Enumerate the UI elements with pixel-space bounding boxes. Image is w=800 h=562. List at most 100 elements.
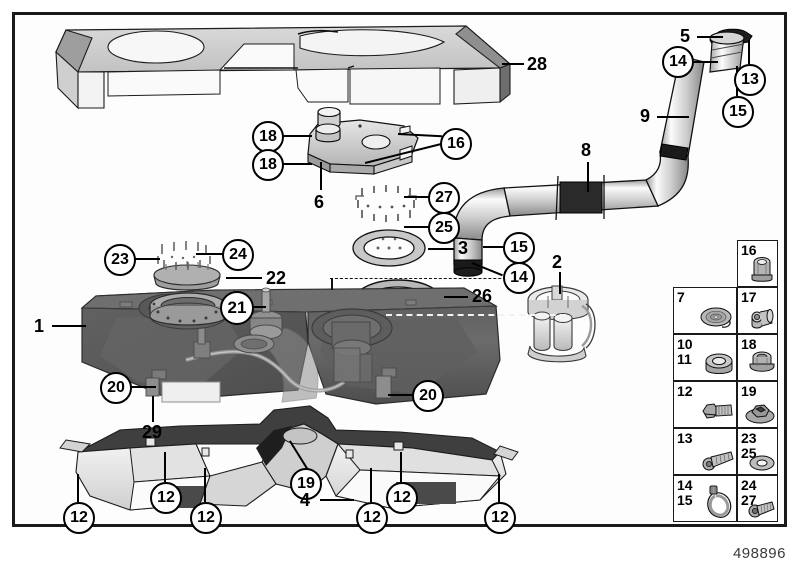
legend-number-19: 19 [741,383,757,399]
callout-1: 1 [34,316,45,336]
leader-2 [559,272,561,294]
leader-6 [320,162,322,190]
leader-27 [404,196,430,198]
leader-8 [587,162,589,192]
legend-cell-17[interactable]: 17 [737,287,778,334]
callout-29: 29 [142,422,163,442]
worm-drive-hose-clamp-icon [704,485,734,519]
stud-cluster-icon [152,241,214,270]
legend-cell-13[interactable]: 13 [673,428,737,475]
sender-flange-icon [148,261,226,298]
drawing-number: 498896 [732,545,786,562]
leader-12-d [370,468,372,502]
sender-cover-plate-icon [300,106,425,178]
callout-13: 13 [734,64,766,96]
callout-18-b: 18 [252,149,284,181]
leader-12-b [164,452,166,482]
legend-number-14-15: 14 15 [677,477,693,508]
leader-3 [428,248,454,250]
rubber-grommet-ring-icon [704,352,734,378]
callout-25: 25 [428,212,460,244]
leader-24 [196,253,224,255]
legend-cell-23-25[interactable]: 23 25 [737,428,778,475]
legend-cell-18[interactable]: 18 [737,334,778,381]
callout-9: 9 [640,106,651,126]
callout-24: 24 [222,239,254,271]
leader-29 [152,396,154,422]
legend-cell-7[interactable]: 7 [673,287,737,334]
leader-12-f [498,474,500,502]
legend-number-10-11: 10 11 [677,336,693,367]
legend-number-7: 7 [677,289,685,305]
legend-cell-24-27[interactable]: 24 27 [737,475,778,522]
callout-14-bottom: 14 [503,262,535,294]
grommet-bushing-icon [750,307,775,331]
leader-18-b [280,163,312,165]
callout-15-bottom: 15 [503,232,535,264]
filler-neck-hose-icon [452,48,742,277]
leader-15-bottom [483,246,505,248]
legend-number-13: 13 [677,430,693,446]
leader-28 [502,63,524,65]
legend-table: 16 17 [673,240,778,525]
callout-19: 19 [290,468,322,500]
callout-23: 23 [104,244,136,276]
heat-shield-icon [48,22,518,110]
flange-lock-nut-icon [749,350,775,378]
legend-cell-16[interactable]: 16 [737,240,778,287]
callout-27: 27 [428,182,460,214]
stud-ring-icon [352,185,422,232]
callout-12-a: 12 [63,502,95,534]
flat-washer-icon [749,454,775,472]
callout-20-right: 20 [412,380,444,412]
legend-cell-12[interactable]: 12 [673,381,737,428]
callout-15-top: 15 [722,96,754,128]
legend-cell-14-15[interactable]: 14 15 [673,475,737,522]
lock-ring-icon [352,228,426,268]
callout-6: 6 [314,192,325,212]
callout-12-b: 12 [150,482,182,514]
legend-number-23-25: 23 25 [741,430,757,461]
centerline-horizontal [330,278,526,279]
callout-18-a: 18 [252,121,284,153]
callout-12-d: 12 [356,502,388,534]
leader-22 [226,277,262,279]
leader-5 [697,36,723,38]
legend-number-18: 18 [741,336,757,352]
hex-flange-bolt-icon [700,401,734,425]
legend-number-12: 12 [677,383,693,399]
leader-1 [52,325,86,327]
legend-number-16: 16 [741,242,757,258]
leader-9 [657,116,689,118]
leader-25 [404,226,430,228]
callout-2: 2 [552,252,563,272]
callout-12-f: 12 [484,502,516,534]
underbody-shield-icon [59,400,520,525]
callout-5: 5 [680,26,691,46]
callout-8: 8 [581,140,592,160]
pan-head-screw-icon [702,450,734,472]
filler-cap-icon [700,26,760,82]
callout-14-top: 14 [662,46,694,78]
legend-number-17: 17 [741,289,757,305]
leader-23 [132,258,160,260]
callout-21: 21 [220,291,254,325]
legend-cell-10-11[interactable]: 10 11 [673,334,737,381]
callout-12-c: 12 [190,502,222,534]
legend-cell-19[interactable]: 19 [737,381,778,428]
callout-20-left: 20 [100,372,132,404]
flange-seal-icon [146,292,230,342]
callout-22: 22 [266,268,287,288]
callout-3: 3 [458,238,469,258]
callout-26: 26 [472,286,493,306]
leader-26 [444,296,468,298]
fuel-pump-module-icon [524,285,600,364]
leader-12-c [204,468,206,502]
flange-head-bolt-icon [748,499,775,519]
leader-18-a [280,135,312,137]
callout-16: 16 [440,128,472,160]
callout-4: 4 [300,490,311,510]
centerline-tick-left [331,278,333,290]
white-centerline [386,314,566,316]
